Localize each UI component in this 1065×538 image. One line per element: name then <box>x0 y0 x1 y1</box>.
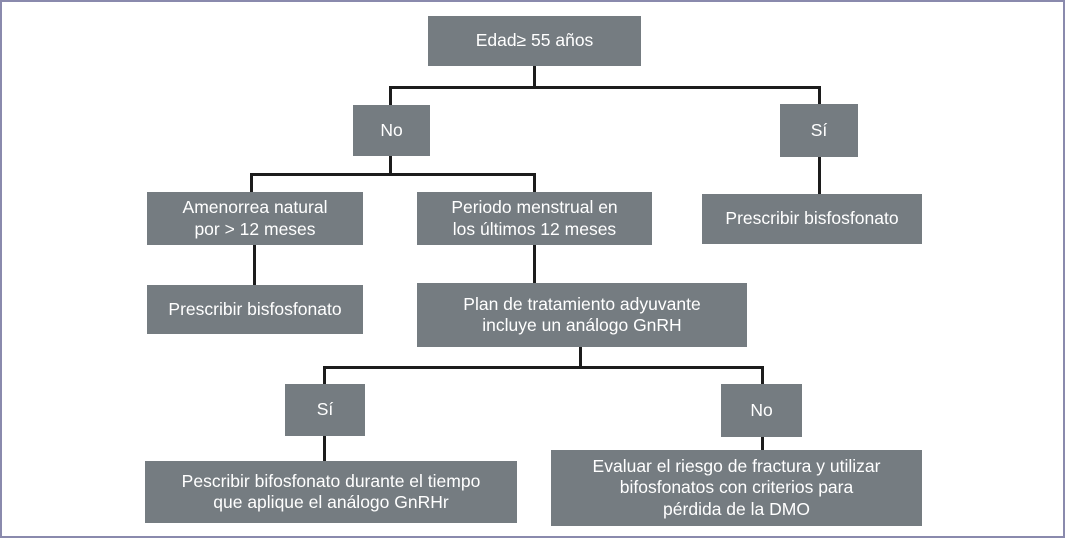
connector-amenorrea-to-prescribir <box>253 245 256 285</box>
node-gnrh-no: No <box>721 384 802 437</box>
connector-si1-to-prescribir <box>818 157 821 194</box>
connector-level1-hline <box>389 86 821 89</box>
node-edad-55-anos: Edad≥ 55 años <box>428 16 641 66</box>
node-gnrh-si: Sí <box>285 384 365 436</box>
connector-to-periodo <box>533 173 536 192</box>
node-edad-no: No <box>353 105 430 156</box>
node-edad-si: Sí <box>780 104 858 157</box>
connector-to-amenorrea <box>250 173 253 192</box>
connector-level3-hline <box>323 366 764 369</box>
connector-si2-to-pescribir <box>323 436 326 461</box>
node-plan-tratamiento-gnrh: Plan de tratamiento adyuvante incluye un… <box>417 283 747 347</box>
connector-to-si2 <box>323 366 326 384</box>
connector-periodo-to-plan <box>533 245 536 283</box>
connector-level2-hline <box>250 173 536 176</box>
connector-to-no1 <box>389 86 392 105</box>
connector-no1-stem <box>389 156 392 176</box>
node-periodo-menstrual: Periodo menstrual en los últimos 12 mese… <box>417 192 652 245</box>
connector-no2-to-evaluar <box>761 437 764 450</box>
node-amenorrea-natural: Amenorrea natural por > 12 meses <box>147 192 363 245</box>
node-prescribir-bisfosfonato-amenorrea: Prescribir bisfosfonato <box>147 285 363 334</box>
node-prescribir-bisfosfonato-si: Prescribir bisfosfonato <box>702 194 922 244</box>
node-evaluar-riesgo-fractura: Evaluar el riesgo de fractura y utilizar… <box>551 450 922 526</box>
connector-plan-stem <box>579 347 582 369</box>
node-pescribir-bifosfonato-gnrh: Pescribir bifosfonato durante el tiempo … <box>145 461 517 523</box>
connector-to-si1 <box>818 86 821 104</box>
connector-root-stem <box>533 66 536 88</box>
connector-to-no2 <box>761 366 764 384</box>
